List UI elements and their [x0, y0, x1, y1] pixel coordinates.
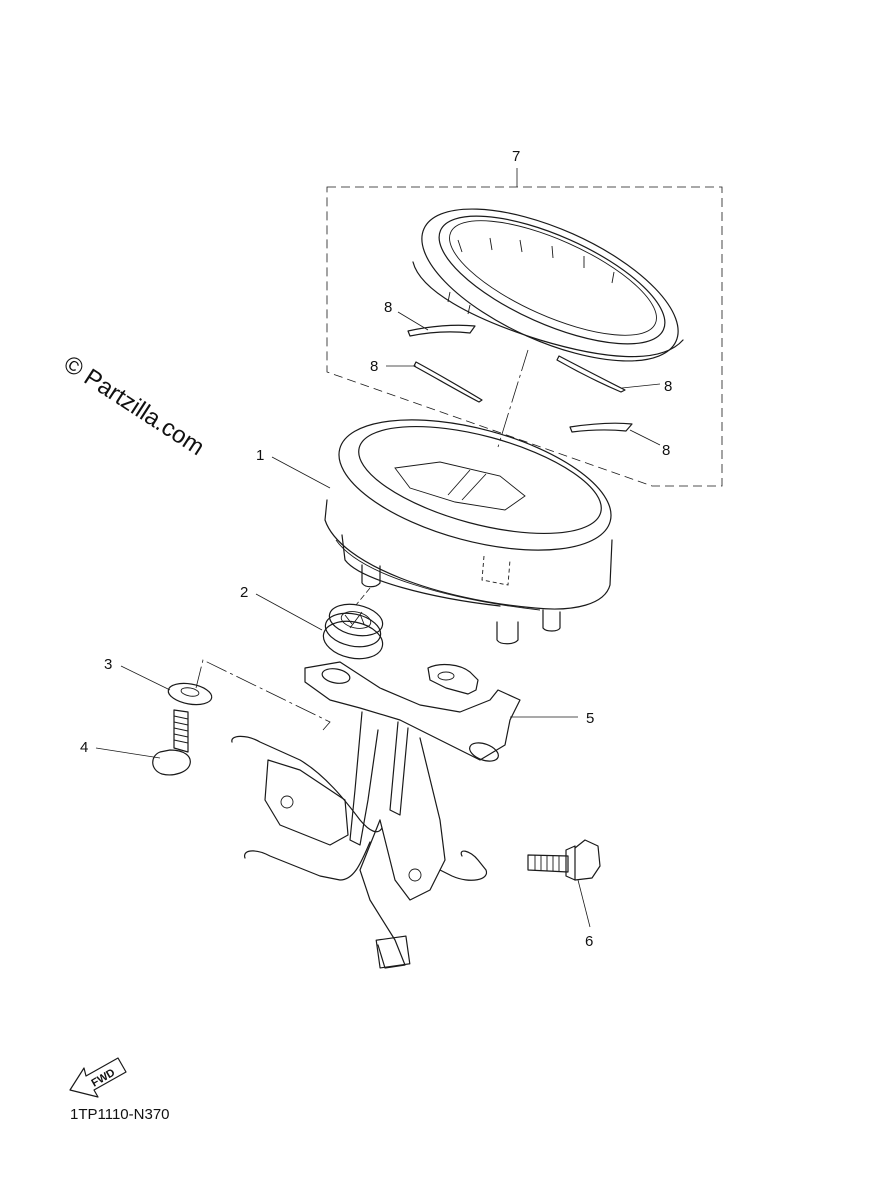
callout-label-5: 5 [586, 710, 594, 727]
clip-part-8-d [569, 422, 633, 433]
fwd-label: FWD [90, 1067, 118, 1090]
callout-label-8a: 8 [384, 299, 392, 316]
leader-2 [255, 593, 323, 631]
bolt-part-4 [152, 709, 191, 776]
callout-label-6: 6 [585, 933, 593, 950]
assembly-7-dashed-boundary [326, 186, 723, 487]
watermark-text: © Partzilla.com [59, 350, 209, 461]
leader-8c [621, 383, 661, 389]
washer-part-3 [167, 682, 213, 706]
callout-label-2: 2 [240, 584, 248, 601]
callout-label-7: 7 [512, 148, 520, 165]
leader-8a [397, 311, 429, 331]
flange-bolt-part-6 [527, 839, 601, 881]
alignment-line-washer-stay [195, 659, 331, 731]
fwd-direction-arrow: FWD [69, 1057, 127, 1098]
alignment-line-stud-grommet [355, 587, 371, 606]
bezel-ring-part-7 [412, 208, 684, 362]
meter-assembly-part-1 [324, 419, 613, 645]
callout-label-8d: 8 [662, 442, 670, 459]
clip-part-8-c [556, 355, 626, 393]
grommet-part-2 [322, 603, 384, 660]
callout-label-8c: 8 [664, 378, 672, 395]
callout-label-8b: 8 [370, 358, 378, 375]
clip-part-8-a [407, 324, 476, 337]
clip-part-8-b [413, 361, 483, 403]
alignment-line-bezel-meter [497, 349, 529, 448]
leader-1 [271, 456, 331, 489]
leader-6 [577, 879, 591, 928]
leader-4 [95, 747, 161, 759]
leader-3 [120, 665, 171, 691]
callout-label-4: 4 [80, 739, 88, 756]
callout-label-3: 3 [104, 656, 112, 673]
callout-label-1: 1 [256, 447, 264, 464]
stay-bracket-part-5 [231, 661, 521, 969]
diagram-code: 1TP1110-N370 [70, 1106, 170, 1123]
leader-8d [629, 429, 661, 446]
